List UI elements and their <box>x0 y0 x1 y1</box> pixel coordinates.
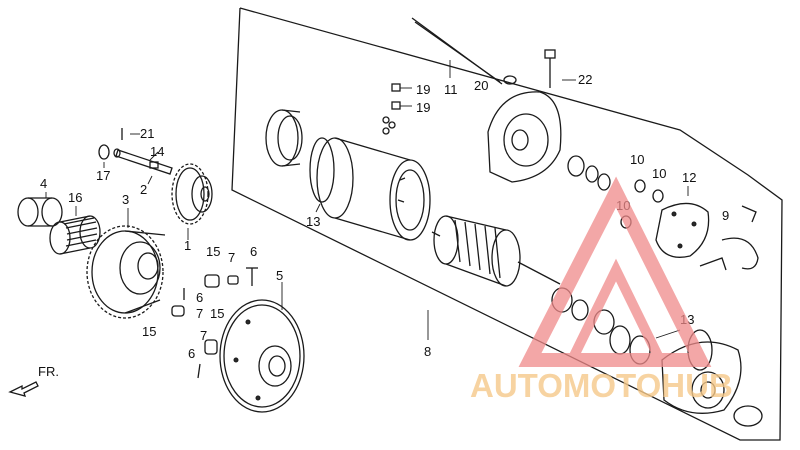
callout-15a: 15 <box>206 244 220 259</box>
callout-8: 8 <box>424 344 431 359</box>
part-rear-cover <box>265 109 303 167</box>
callout-13a: 13 <box>306 214 320 229</box>
callout-2: 2 <box>140 182 147 197</box>
part-o-ring-bottom <box>733 405 763 427</box>
callout-7c: 7 <box>200 328 207 343</box>
callout-5: 5 <box>276 268 283 283</box>
callout-12: 12 <box>682 170 696 185</box>
part-brush-plate <box>655 202 710 258</box>
part-needle-bearing <box>49 215 101 255</box>
part-reduction-gear <box>171 163 213 225</box>
callout-9: 9 <box>722 208 729 223</box>
callout-6b: 6 <box>196 290 203 305</box>
part-motor-case <box>316 137 431 241</box>
front-direction-arrow <box>8 381 39 397</box>
callout-15c: 15 <box>142 324 156 339</box>
watermark-logo <box>518 176 712 367</box>
callout-10a: 10 <box>630 152 644 167</box>
part-starter-driven-gear <box>86 225 166 319</box>
watermark-text: AUTOMOTOHUB <box>470 367 733 404</box>
callout-4: 4 <box>40 176 47 191</box>
callout-7a: 7 <box>228 250 235 265</box>
part-front-cover <box>487 91 562 183</box>
part-brush-holder <box>382 83 401 135</box>
callout-16: 16 <box>68 190 82 205</box>
part-mount-bolt <box>544 49 556 88</box>
part-o-ring-left <box>309 137 335 203</box>
callout-7b: 7 <box>196 306 203 321</box>
part-starter-clutch <box>219 299 305 413</box>
callout-10b: 10 <box>652 166 666 181</box>
part-collar <box>17 197 63 227</box>
callout-6c: 6 <box>188 346 195 361</box>
part-rollers <box>171 267 258 379</box>
leader-lines <box>45 60 689 340</box>
callout-14: 14 <box>150 144 164 159</box>
part-bolt-washer <box>503 75 517 85</box>
callout-22: 22 <box>578 72 592 87</box>
assembly-frame <box>231 7 783 441</box>
front-direction-label: FR. <box>38 364 59 379</box>
callout-19b: 19 <box>416 100 430 115</box>
callout-3: 3 <box>122 192 129 207</box>
callout-21: 21 <box>140 126 154 141</box>
callout-20: 20 <box>474 78 488 93</box>
part-terminal <box>699 205 759 271</box>
callout-11: 11 <box>444 82 458 97</box>
callout-6a: 6 <box>250 244 257 259</box>
callout-15b: 15 <box>210 306 224 321</box>
callout-19a: 19 <box>416 82 430 97</box>
callout-17: 17 <box>96 168 110 183</box>
callout-1: 1 <box>184 238 191 253</box>
part-key <box>149 161 159 169</box>
part-washer <box>98 144 110 160</box>
part-armature <box>431 215 561 287</box>
